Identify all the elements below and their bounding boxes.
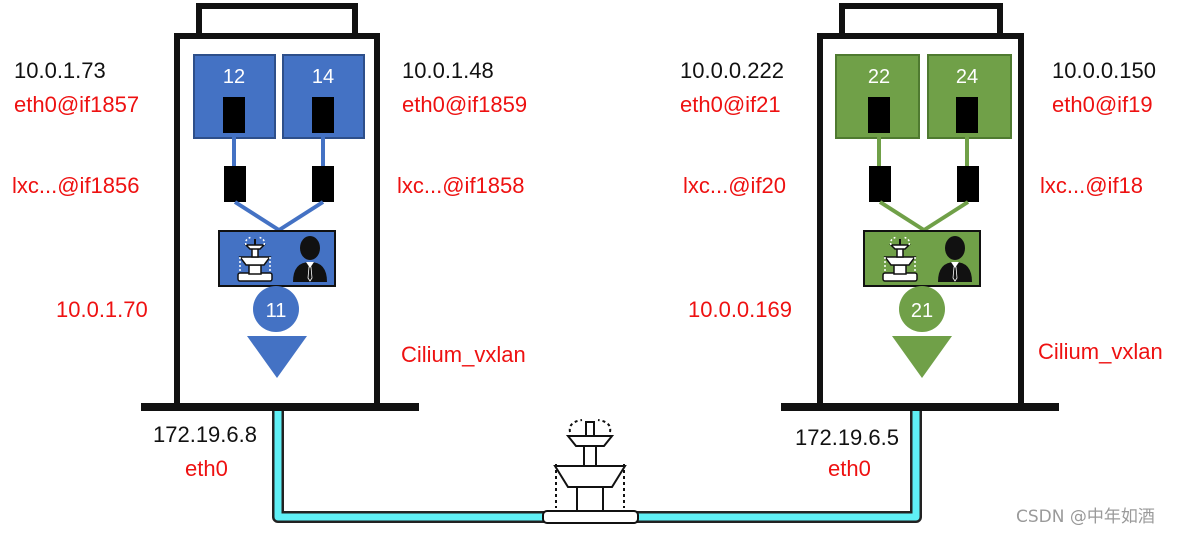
- right-node-top: [839, 3, 1003, 39]
- pod-eth0-port: [868, 97, 890, 133]
- bridge-link: [919, 200, 970, 234]
- right-node-ground: [781, 403, 1059, 411]
- bridge-link: [274, 200, 325, 234]
- watermark: CSDN @中年如酒: [1016, 507, 1155, 527]
- pod-iface-label: eth0@if1859: [402, 92, 528, 117]
- bridge-link: [233, 200, 284, 234]
- vxlan-connector: [892, 336, 952, 378]
- pod-ip-label: 10.0.1.73: [14, 58, 106, 83]
- pod-ip-label: 10.0.0.150: [1052, 58, 1156, 83]
- veth-label: lxc...@if1858: [397, 173, 525, 198]
- lxc-port: [312, 166, 334, 202]
- vxlan-ip-label: 10.0.0.169: [688, 297, 792, 322]
- pod-eth0-port: [312, 97, 334, 133]
- vxlan-ip-label: 10.0.1.70: [56, 297, 148, 322]
- pod-ip-label: 10.0.1.48: [402, 58, 494, 83]
- left-node-ground: [141, 403, 419, 411]
- right-pod-box[interactable]: 24: [927, 54, 1012, 139]
- veth-label: lxc...@if18: [1040, 173, 1144, 198]
- pod-id: 14: [312, 66, 334, 88]
- veth-label: lxc...@if1856: [12, 173, 140, 198]
- host-iface-label: eth0: [828, 456, 871, 481]
- vxlan-circle[interactable]: [253, 286, 299, 332]
- pod-iface-label: eth0@if19: [1052, 92, 1153, 117]
- lxc-port: [224, 166, 246, 202]
- veth-label: lxc...@if20: [683, 173, 787, 198]
- vxlan-circle[interactable]: [899, 286, 945, 332]
- pod-ip-label: 10.0.0.222: [680, 58, 784, 83]
- host-iface-label: eth0: [185, 456, 228, 481]
- pod-eth0-port: [223, 97, 245, 133]
- left-node-top: [196, 3, 358, 39]
- lxc-port: [957, 166, 979, 202]
- vxlan-connector: [247, 336, 307, 378]
- left-pod-box[interactable]: 12: [193, 54, 276, 139]
- host-ip-label: 172.19.6.8: [153, 422, 257, 447]
- right-pod-box[interactable]: 22: [835, 54, 920, 139]
- vxlan-id: 11: [266, 300, 287, 322]
- pod-id: 22: [868, 66, 890, 88]
- pod-id: 12: [223, 66, 245, 88]
- left-host-node: 12 14 11: [141, 3, 419, 411]
- vxlan-name-label: Cilium_vxlan: [401, 342, 526, 367]
- right-host-node: 22 24 21: [781, 3, 1059, 411]
- left-pod-box[interactable]: 14: [282, 54, 365, 139]
- lxc-port: [869, 166, 891, 202]
- pod-iface-label: eth0@if21: [680, 92, 781, 117]
- host-ip-label: 172.19.6.5: [795, 425, 899, 450]
- vxlan-name-label: Cilium_vxlan: [1038, 339, 1163, 364]
- vxlan-id: 21: [911, 300, 933, 322]
- bridge-link: [878, 200, 929, 234]
- pod-eth0-port: [956, 97, 978, 133]
- pod-id: 24: [956, 66, 978, 88]
- pod-iface-label: eth0@if1857: [14, 92, 140, 117]
- underlay-router-icon: [542, 419, 639, 524]
